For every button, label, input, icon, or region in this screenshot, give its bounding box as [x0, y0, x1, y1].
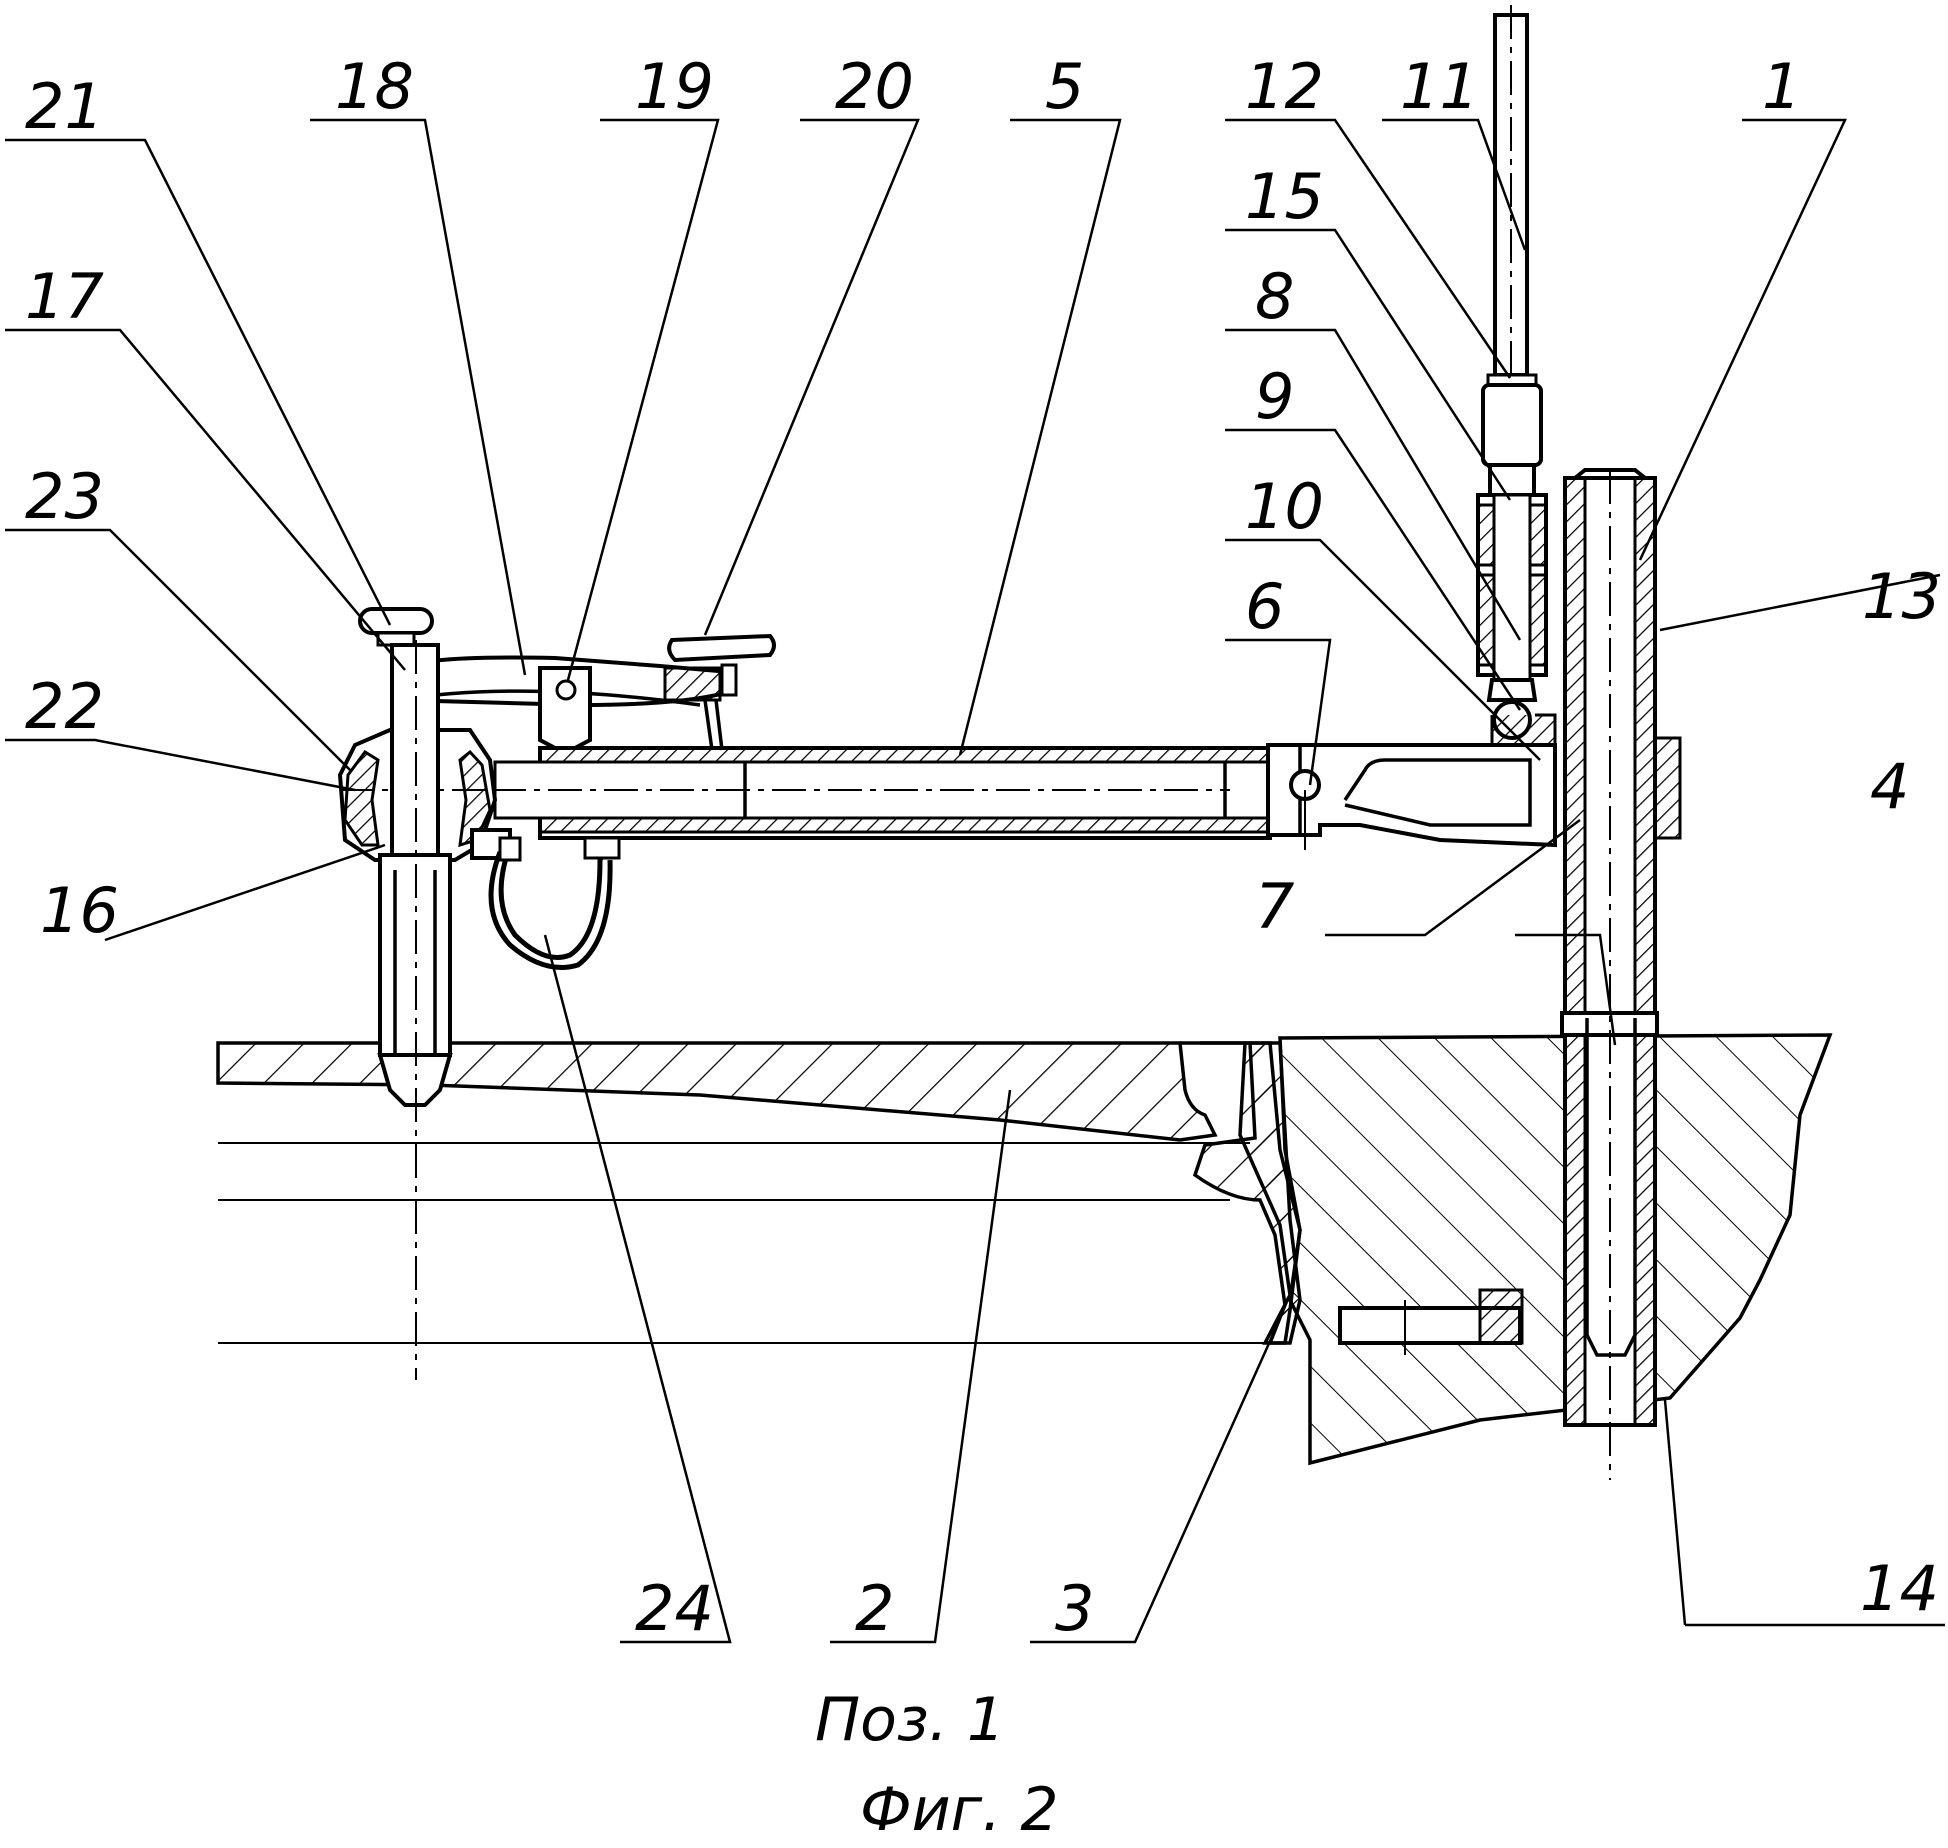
label-23: 23: [25, 460, 104, 533]
label-16: 16: [40, 874, 119, 947]
horizontal-arm: [380, 745, 1555, 850]
label-7: 7: [1255, 870, 1294, 943]
label-24: 24: [635, 1572, 714, 1645]
label-21: 21: [25, 70, 104, 143]
label-1: 1: [1762, 50, 1801, 123]
label-3: 3: [1055, 1572, 1094, 1645]
caption: Поз. 1 Фиг. 2: [815, 1685, 1059, 1845]
label-15: 15: [1245, 160, 1324, 233]
position-caption: Поз. 1: [815, 1685, 1005, 1755]
workpiece-plate: [218, 1043, 1300, 1343]
label-14: 14: [1860, 1552, 1939, 1625]
label-18: 18: [335, 50, 414, 123]
label-12: 12: [1245, 50, 1324, 123]
label-4: 4: [1870, 750, 1909, 823]
label-11: 11: [1400, 50, 1479, 123]
label-22: 22: [25, 670, 104, 743]
mounting-block: [1280, 1035, 1830, 1463]
label-20: 20: [835, 50, 914, 123]
label-17: 17: [25, 260, 104, 333]
label-10: 10: [1245, 470, 1324, 543]
label-19: 19: [635, 50, 714, 123]
label-6: 6: [1245, 570, 1284, 643]
label-8: 8: [1255, 260, 1294, 333]
label-13: 13: [1862, 560, 1941, 633]
label-5: 5: [1045, 50, 1084, 123]
label-2: 2: [855, 1572, 894, 1645]
label-9: 9: [1255, 360, 1294, 433]
figure-caption: Фиг. 2: [860, 1775, 1059, 1845]
